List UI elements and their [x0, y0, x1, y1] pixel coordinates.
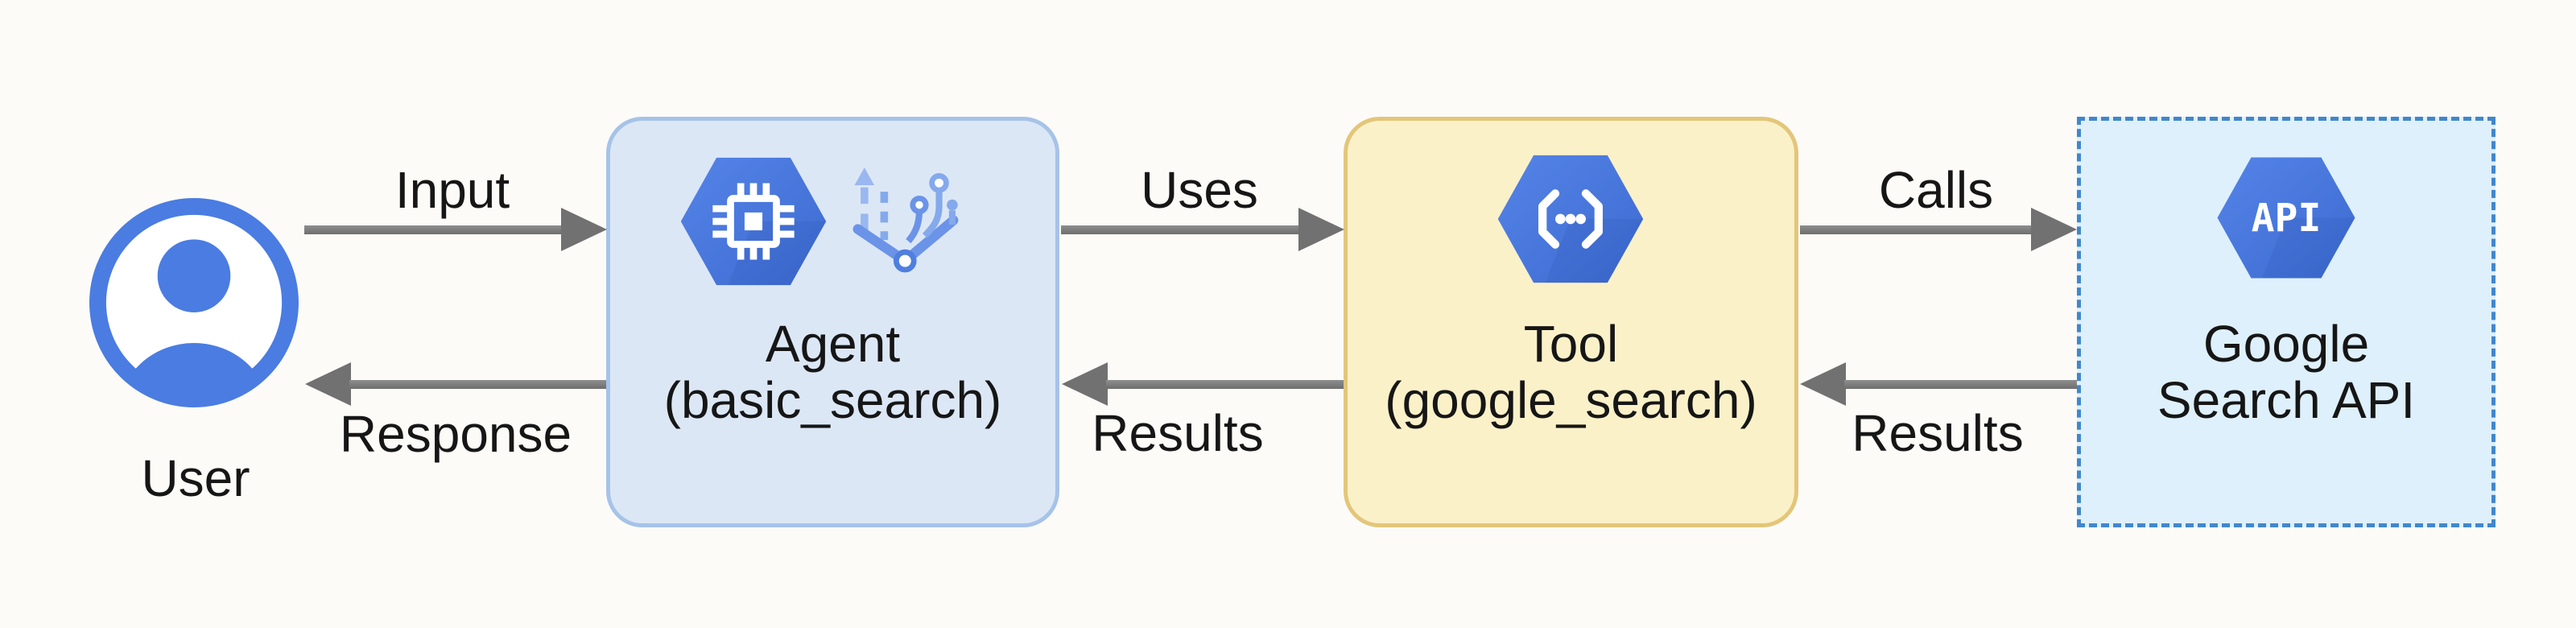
results-api-tool-arrow-shaft	[1844, 380, 2077, 389]
results-tool-agent-arrow-head	[1062, 362, 1108, 406]
code-dots-hexagon-icon	[1497, 155, 1644, 283]
api-subtitle: Search API	[2157, 371, 2416, 429]
input-arrow-shaft	[304, 225, 564, 234]
results-api-tool-arrow-head	[1800, 362, 1846, 406]
input-arrow-head	[561, 208, 607, 251]
api-hexagon-icon: API	[2217, 157, 2355, 279]
tool-title: Tool	[1523, 315, 1619, 373]
response-arrow-head	[305, 362, 351, 406]
agent-title: Agent	[765, 315, 901, 373]
tool-subtitle: (google_search)	[1385, 371, 1757, 429]
api-title: Google	[2202, 315, 2370, 373]
branch-pipeline-icon	[852, 167, 959, 273]
user-account-circle-icon	[89, 198, 299, 407]
calls-arrow-head	[2031, 208, 2077, 251]
api-node-box: API Google Search API	[2077, 117, 2496, 527]
ai-chip-hexagon-icon	[680, 157, 827, 286]
tool-node-box: Tool (google_search)	[1344, 117, 1798, 527]
api-hexagon-label: API	[2252, 196, 2322, 241]
results-api-tool-edge-label: Results	[1852, 404, 2024, 462]
response-edge-label: Response	[339, 405, 572, 463]
input-edge-label: Input	[394, 161, 510, 219]
results-tool-agent-arrow-shaft	[1106, 380, 1344, 389]
uses-edge-label: Uses	[1141, 161, 1258, 219]
uses-arrow-head	[1298, 208, 1344, 251]
results-tool-agent-edge-label: Results	[1092, 404, 1264, 462]
calls-edge-label: Calls	[1878, 161, 1994, 219]
agent-subtitle: (basic_search)	[663, 371, 1002, 429]
agent-node-box: Agent (basic_search)	[606, 117, 1059, 527]
calls-arrow-shaft	[1800, 225, 2033, 234]
response-arrow-shaft	[349, 380, 606, 389]
user-label: User	[141, 449, 250, 507]
uses-arrow-shaft	[1061, 225, 1301, 234]
